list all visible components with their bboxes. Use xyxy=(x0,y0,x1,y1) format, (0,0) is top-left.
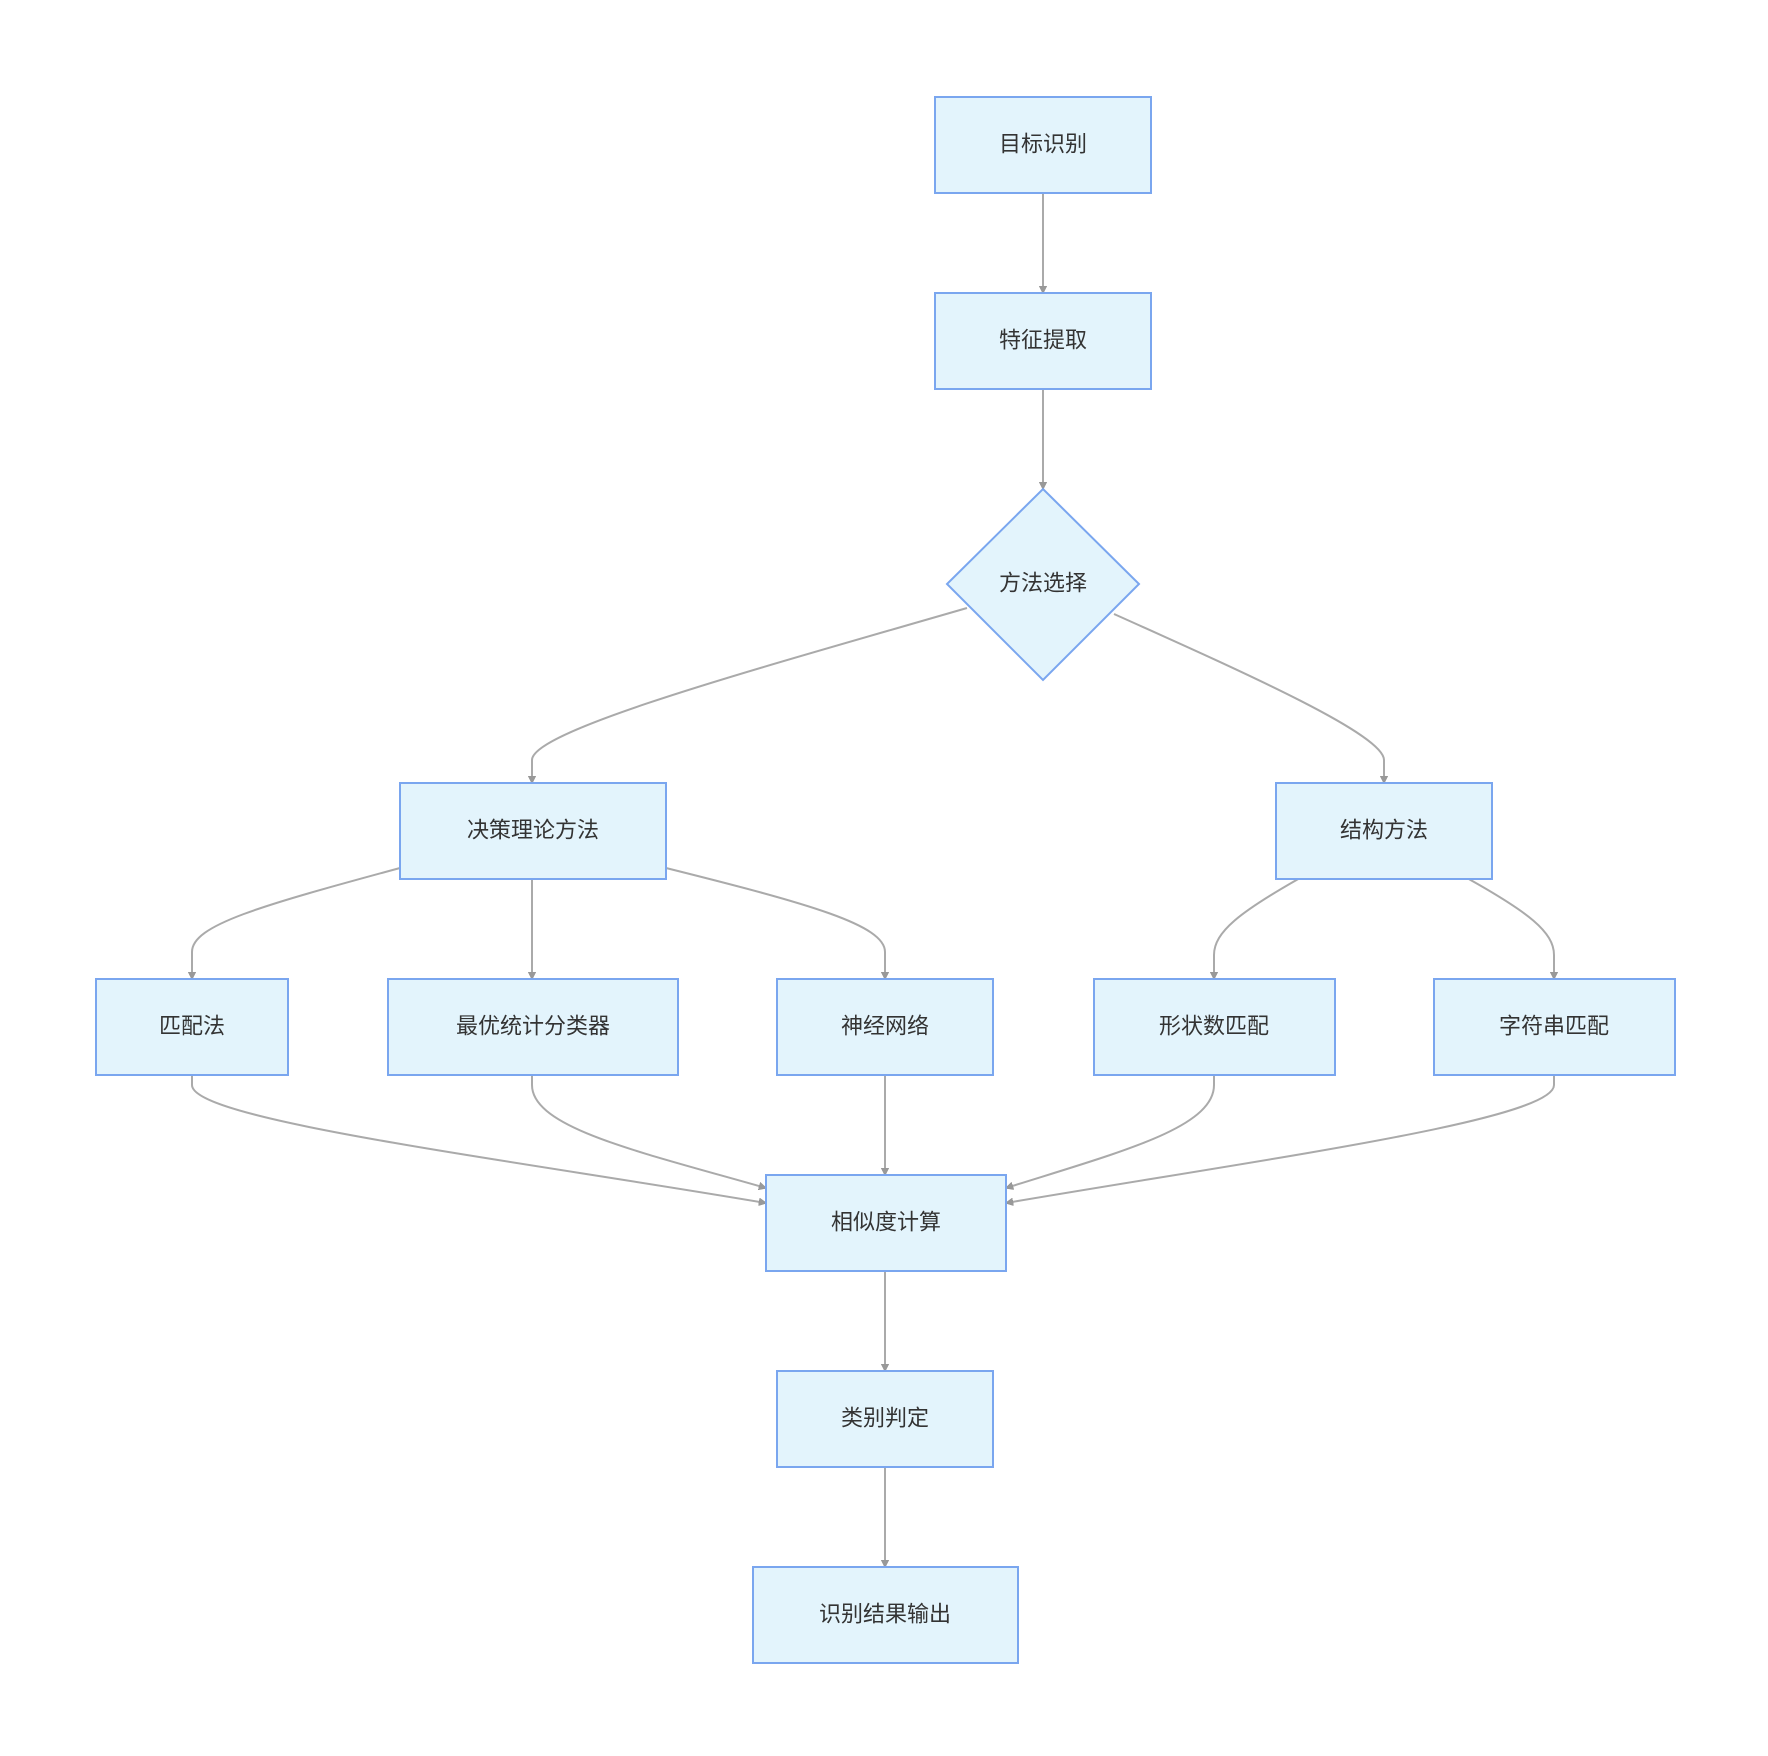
edge-decision-theory-to-neural-network xyxy=(665,867,885,979)
node-label-similarity-calc: 相似度计算 xyxy=(831,1211,941,1236)
node-shape-number-matching: 形状数匹配 xyxy=(1093,978,1336,1076)
node-string-matching: 字符串匹配 xyxy=(1433,978,1676,1076)
node-label-optimal-classifier: 最优统计分类器 xyxy=(456,1015,610,1040)
node-label-feature-extraction: 特征提取 xyxy=(999,329,1087,354)
edge-shape-number-matching-to-similarity-calc xyxy=(1006,1075,1215,1188)
node-label-result-output: 识别结果输出 xyxy=(819,1603,951,1628)
node-label-method-selection: 方法选择 xyxy=(999,572,1087,597)
node-label-class-decision: 类别判定 xyxy=(841,1407,929,1432)
node-label-shape-number-matching: 形状数匹配 xyxy=(1159,1015,1269,1040)
node-label-decision-theory: 决策理论方法 xyxy=(467,819,599,844)
edge-decision-theory-to-matching xyxy=(192,867,401,979)
node-optimal-classifier: 最优统计分类器 xyxy=(387,978,679,1076)
node-label-neural-network: 神经网络 xyxy=(841,1015,929,1040)
node-label-target-recognition: 目标识别 xyxy=(999,133,1087,158)
edge-structural-method-to-string-matching xyxy=(1466,877,1554,979)
edge-string-matching-to-similarity-calc xyxy=(1006,1075,1555,1203)
node-label-string-matching: 字符串匹配 xyxy=(1499,1015,1609,1040)
node-structural-method: 结构方法 xyxy=(1275,782,1493,880)
edge-method-selection-to-structural-method xyxy=(1113,613,1384,783)
node-feature-extraction: 特征提取 xyxy=(934,292,1152,390)
edge-matching-to-similarity-calc xyxy=(191,1075,766,1203)
edge-method-selection-to-decision-theory xyxy=(532,607,968,783)
node-label-structural-method: 结构方法 xyxy=(1340,819,1428,844)
node-neural-network: 神经网络 xyxy=(776,978,994,1076)
node-result-output: 识别结果输出 xyxy=(752,1566,1019,1664)
decision-node-method-selection: 方法选择 xyxy=(945,487,1141,682)
node-target-recognition: 目标识别 xyxy=(934,96,1152,194)
node-class-decision: 类别判定 xyxy=(776,1370,994,1468)
edges xyxy=(192,193,1554,1567)
node-label-matching: 匹配法 xyxy=(159,1015,225,1040)
node-decision-theory: 决策理论方法 xyxy=(399,782,667,880)
node-matching: 匹配法 xyxy=(95,978,289,1076)
node-similarity-calc: 相似度计算 xyxy=(765,1174,1007,1272)
edge-structural-method-to-shape-number-matching xyxy=(1214,877,1301,979)
edge-optimal-classifier-to-similarity-calc xyxy=(531,1075,766,1188)
